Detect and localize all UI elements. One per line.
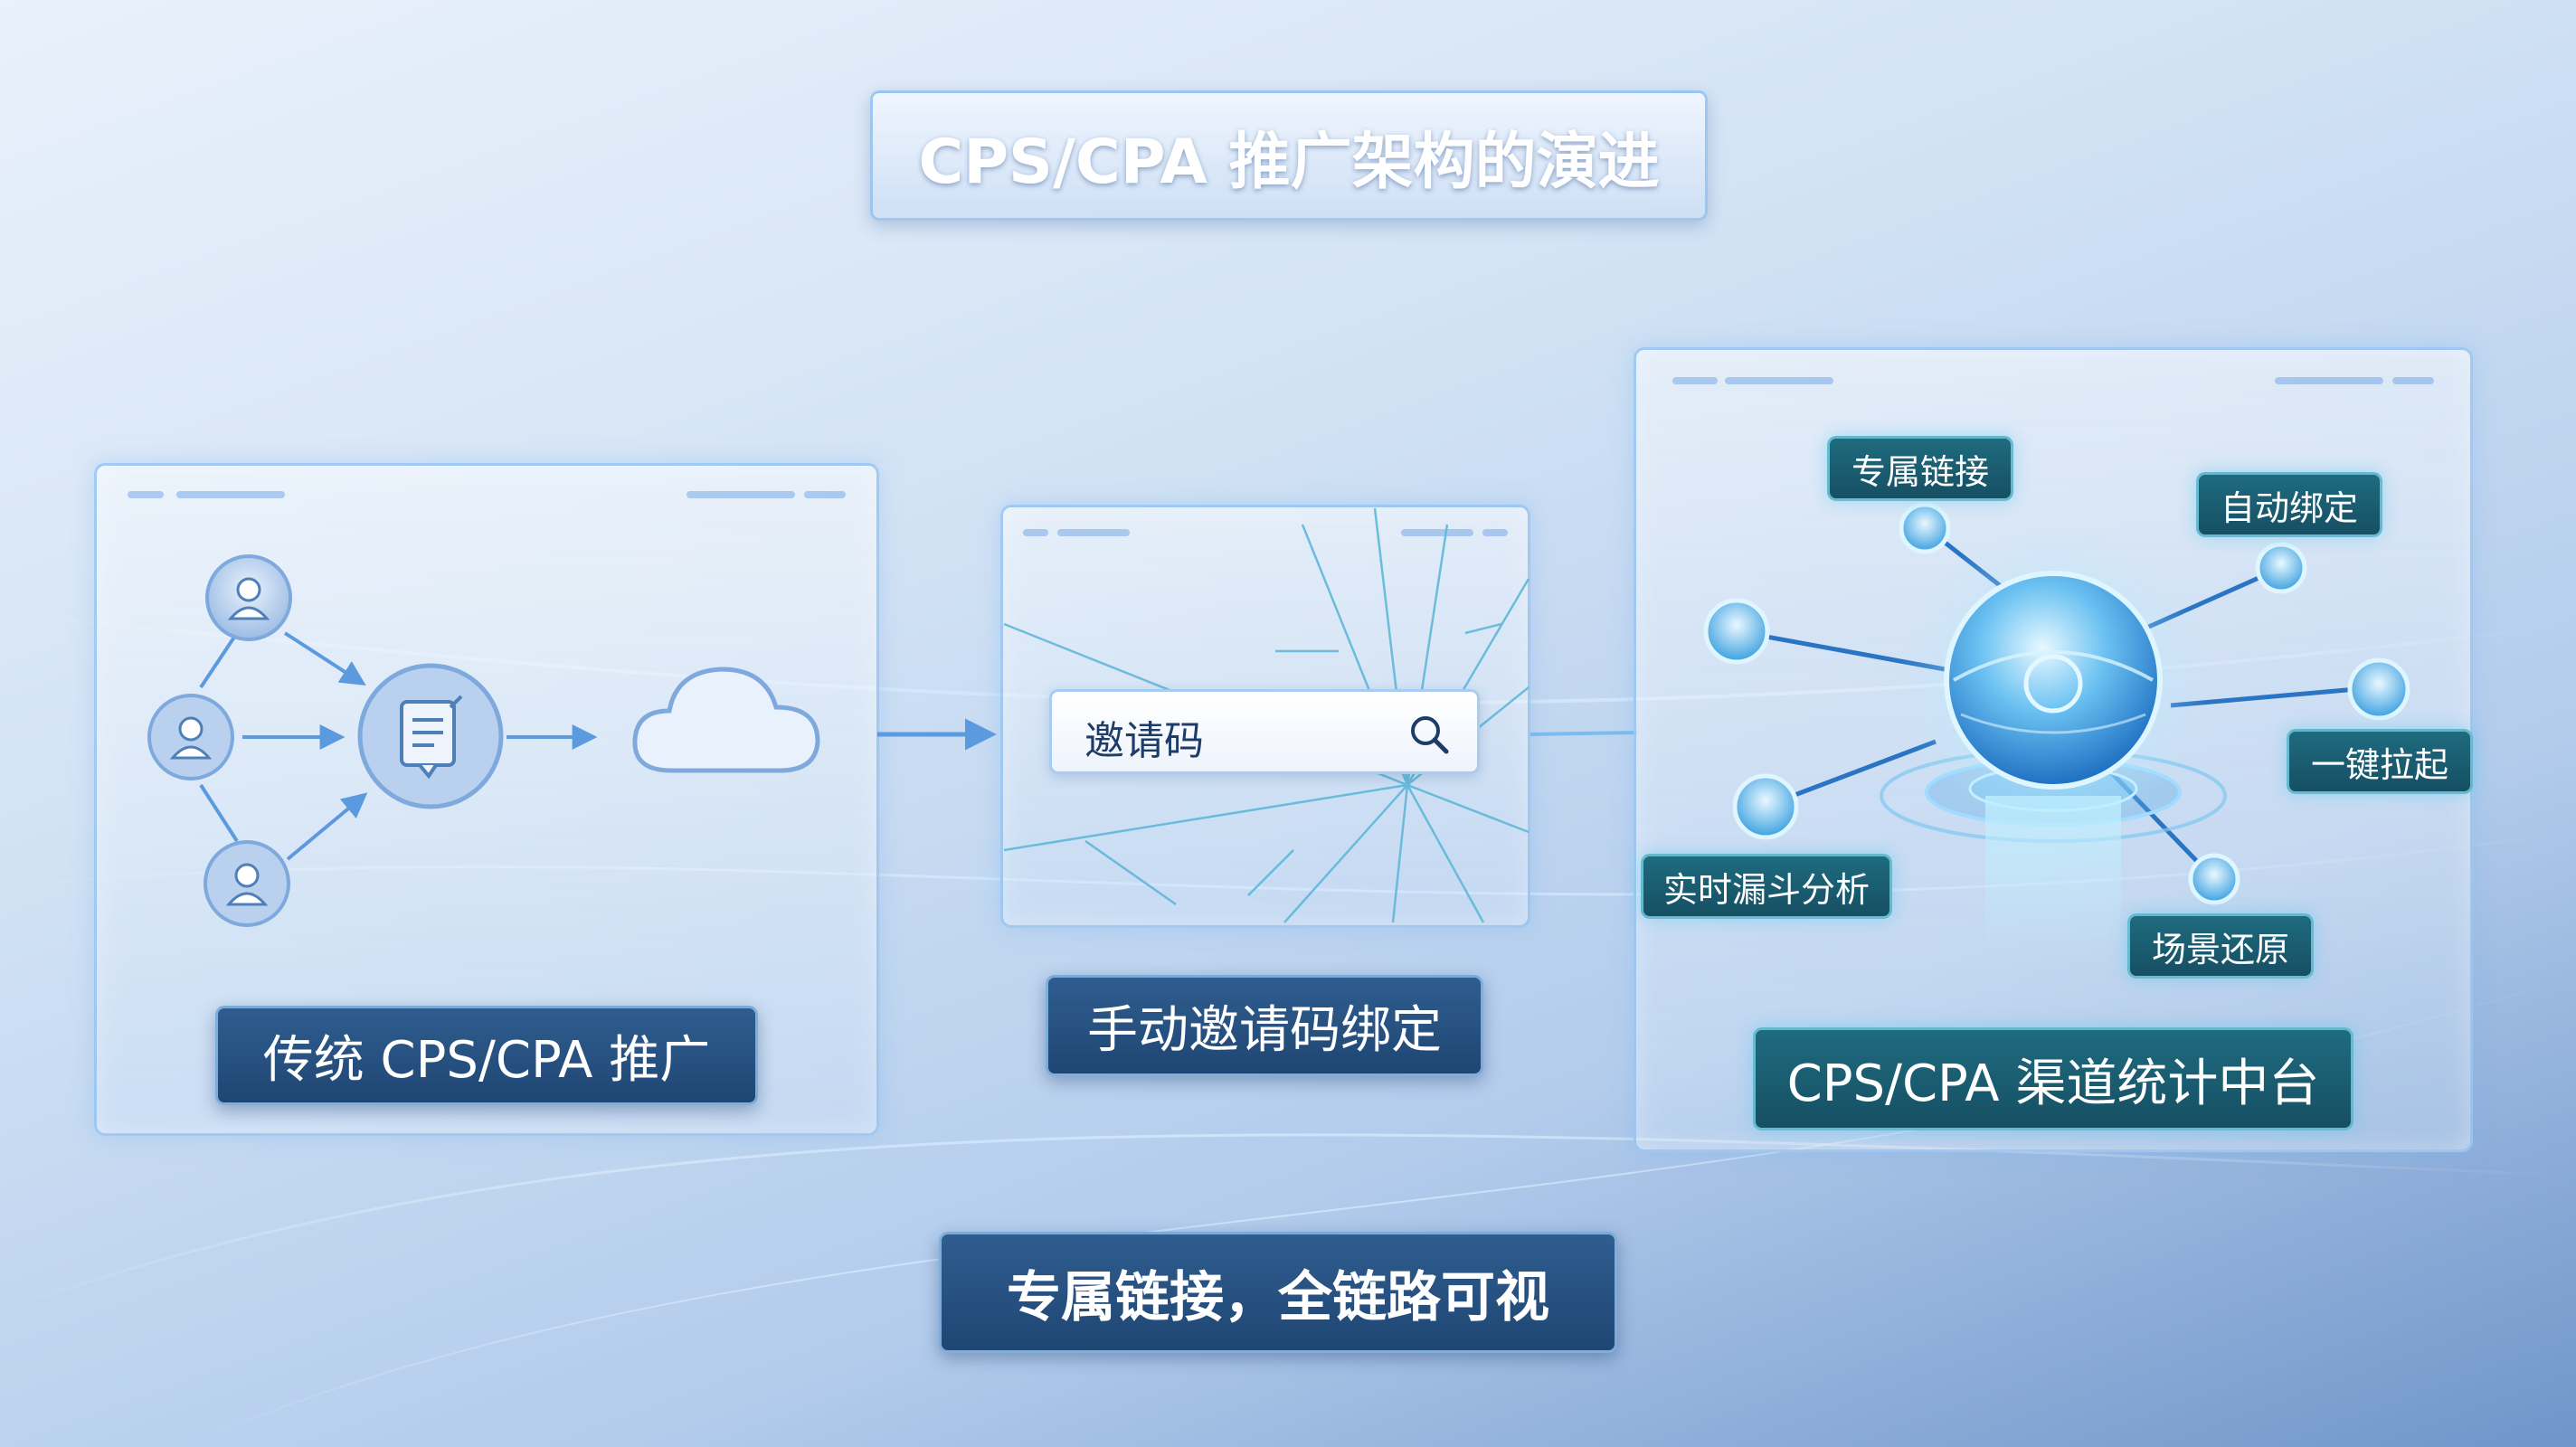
feature-label: 实时漏斗分析 bbox=[1662, 869, 1870, 910]
feature-realtime-funnel: 实时漏斗分析 bbox=[1641, 854, 1892, 919]
page-title: CPS/CPA 推广架构的演进 bbox=[918, 126, 1660, 198]
document-icon bbox=[356, 662, 505, 810]
search-icon[interactable] bbox=[1406, 712, 1452, 757]
traditional-label-text: 传统 CPS/CPA 推广 bbox=[262, 1030, 711, 1090]
user-icon bbox=[203, 839, 291, 928]
invite-code-text: 邀请码 bbox=[1084, 718, 1204, 764]
manual-invite-label-text: 手动邀请码绑定 bbox=[1087, 1000, 1442, 1060]
cloud-icon bbox=[624, 651, 827, 787]
feature-label: 一键拉起 bbox=[2310, 744, 2448, 785]
feature-label: 自动绑定 bbox=[2220, 487, 2358, 528]
footer-slogan: 专属链接，全链路可视 bbox=[1007, 1265, 1549, 1329]
feature-one-click-launch: 一键拉起 bbox=[2287, 729, 2473, 794]
manual-invite-label: 手动邀请码绑定 bbox=[1046, 975, 1483, 1076]
user-icon bbox=[147, 693, 235, 781]
user-icon bbox=[204, 553, 293, 642]
page-title-box: CPS/CPA 推广架构的演进 bbox=[870, 90, 1708, 221]
footer-slogan-box: 专属链接，全链路可视 bbox=[939, 1232, 1617, 1353]
traditional-label: 传统 CPS/CPA 推广 bbox=[215, 1006, 758, 1105]
channel-stats-label-text: CPS/CPA 渠道统计中台 bbox=[1786, 1054, 2320, 1113]
feature-scene-restore: 场景还原 bbox=[2127, 913, 2314, 979]
channel-stats-label: CPS/CPA 渠道统计中台 bbox=[1753, 1027, 2353, 1130]
feature-exclusive-link: 专属链接 bbox=[1827, 436, 2013, 501]
invite-code-input[interactable]: 邀请码 bbox=[1049, 689, 1480, 774]
feature-label: 场景还原 bbox=[2151, 929, 2289, 969]
feature-auto-bind: 自动绑定 bbox=[2196, 472, 2382, 537]
feature-label: 专属链接 bbox=[1851, 451, 1989, 492]
